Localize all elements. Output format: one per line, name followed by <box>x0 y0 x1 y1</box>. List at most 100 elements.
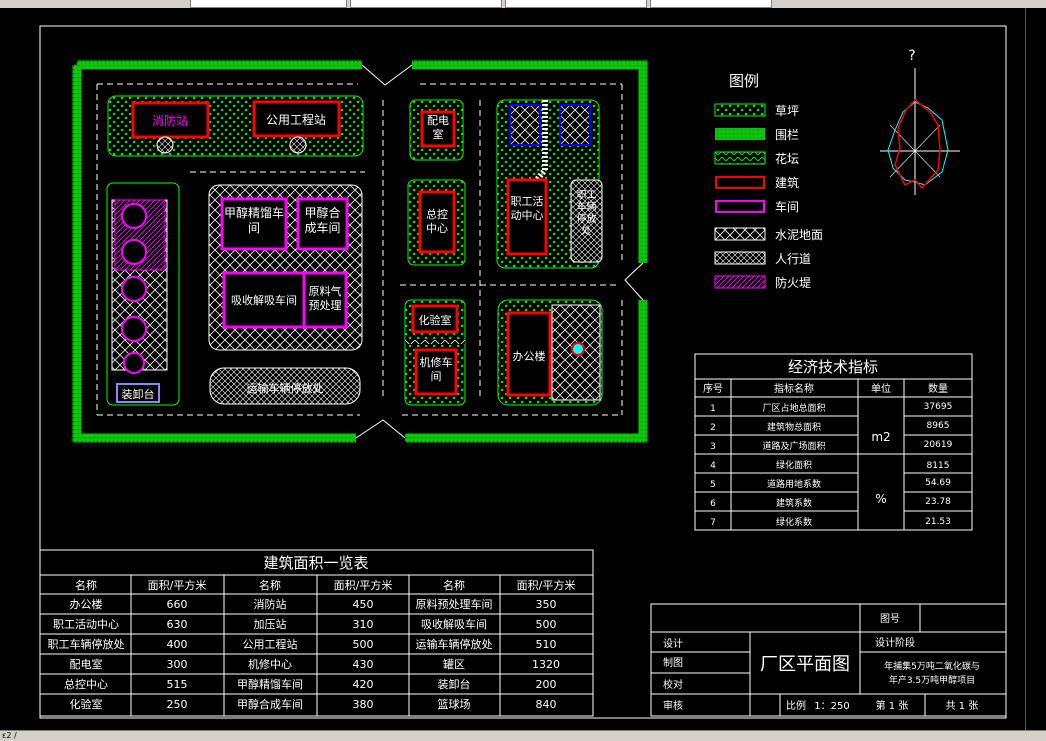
legend-title: 图例 <box>729 72 759 90</box>
unit-m2: m2 <box>871 430 890 444</box>
svg-text:500: 500 <box>536 618 557 631</box>
svg-text:1：250: 1：250 <box>814 701 849 712</box>
svg-text:图号: 图号 <box>880 613 900 625</box>
svg-text:名称: 名称 <box>75 578 97 592</box>
svg-text:名称: 名称 <box>443 578 465 592</box>
svg-text:草坪: 草坪 <box>775 104 799 118</box>
svg-text:设计阶段: 设计阶段 <box>875 636 915 649</box>
building-fire-station[interactable] <box>131 101 210 139</box>
workshop-methanol-synth[interactable] <box>296 197 349 251</box>
building-office[interactable] <box>506 311 552 397</box>
svg-text:化验室: 化验室 <box>70 697 103 711</box>
label-control-center: 总控中心 <box>426 208 448 235</box>
workshop-feed-pretreat[interactable] <box>302 271 348 329</box>
svg-text:防火堤: 防火堤 <box>775 275 811 290</box>
svg-text:公用工程站: 公用工程站 <box>243 637 298 651</box>
gate-bottom <box>355 419 406 439</box>
svg-text:水泥地面: 水泥地面 <box>775 228 823 242</box>
svg-text:8965: 8965 <box>927 421 950 431</box>
svg-text:380: 380 <box>353 698 374 711</box>
svg-text:数量: 数量 <box>928 382 948 395</box>
toolbar-tab[interactable] <box>350 0 502 8</box>
building-control-center[interactable] <box>418 190 456 254</box>
svg-text:总控中心: 总控中心 <box>64 677 108 691</box>
svg-text:5: 5 <box>710 480 716 490</box>
toolbar-tab[interactable] <box>505 0 647 8</box>
storage-tanks <box>121 203 147 374</box>
area-title: 建筑面积一览表 <box>263 554 368 572</box>
svg-text:37695: 37695 <box>924 402 953 412</box>
econ-headers: 序号 指标名称 单位 数量 <box>703 382 948 395</box>
svg-text:630: 630 <box>167 618 188 631</box>
svg-text:篮球场: 篮球场 <box>438 697 471 711</box>
svg-text:1320: 1320 <box>532 658 560 671</box>
svg-text:甲醇合成车间: 甲醇合成车间 <box>237 697 303 711</box>
legend: 草坪 围栏 花坛 建筑 车间 水泥地面 人行道 防火堤 <box>714 103 823 290</box>
label-transport-parking: 运输车辆停放处 <box>247 381 324 395</box>
label-fire-station: 消防站 <box>152 113 188 128</box>
svg-text:2: 2 <box>710 423 716 433</box>
svg-text:指标名称: 指标名称 <box>774 382 814 395</box>
svg-text:道路及广场面积: 道路及广场面积 <box>762 440 825 452</box>
svg-text:515: 515 <box>167 678 188 691</box>
status-text: ɛ2 / <box>2 731 17 740</box>
vertical-scrollbar[interactable] <box>1025 8 1046 730</box>
area-headers: 名称 面积/平方米 名称 面积/平方米 名称 面积/平方米 <box>75 578 575 592</box>
label-power-room: 配电室 <box>427 114 449 141</box>
svg-text:单位: 单位 <box>871 382 891 395</box>
window-top-bar <box>0 0 1046 8</box>
svg-text:设计: 设计 <box>663 637 683 650</box>
svg-text:共 1 张: 共 1 张 <box>946 700 979 712</box>
label-utility-station: 公用工程站 <box>266 112 326 127</box>
label-repair-shop: 机修车间 <box>419 356 453 383</box>
building-lab[interactable] <box>411 304 459 334</box>
blue-court <box>559 104 591 146</box>
building-power-room[interactable] <box>420 110 456 148</box>
svg-text:办公楼: 办公楼 <box>70 597 103 611</box>
label-absorption: 吸收解吸车间 <box>231 293 297 307</box>
toolbar-tab[interactable] <box>190 0 347 8</box>
svg-text:20619: 20619 <box>924 440 953 450</box>
tree-symbol <box>289 136 307 154</box>
label-staff-center: 职工活动中心 <box>510 195 544 222</box>
building-loading-platform[interactable] <box>116 383 160 403</box>
svg-text:道路用地系数: 道路用地系数 <box>767 478 821 490</box>
svg-text:660: 660 <box>167 598 188 611</box>
svg-text:23.78: 23.78 <box>925 497 951 507</box>
svg-text:420: 420 <box>353 678 374 691</box>
toolbar-tab[interactable] <box>650 0 772 8</box>
svg-text:校对: 校对 <box>663 678 683 691</box>
svg-text:围栏: 围栏 <box>775 127 799 142</box>
svg-text:8115: 8115 <box>927 461 950 471</box>
svg-text:350: 350 <box>536 598 557 611</box>
label-staff-parking: 职工车辆停放处 <box>576 190 597 237</box>
building-utility-station[interactable] <box>252 100 341 138</box>
svg-text:年捕集5万吨二氧化碳与: 年捕集5万吨二氧化碳与 <box>884 660 980 672</box>
label-feed-pretreat: 原料气预处理 <box>308 285 342 312</box>
svg-text:510: 510 <box>536 638 557 651</box>
building-repair-shop[interactable] <box>414 348 458 396</box>
title-block <box>650 603 1007 717</box>
label-methanol-distill: 甲醇精馏车间 <box>224 206 284 235</box>
svg-text:加压站: 加压站 <box>254 617 287 631</box>
svg-text:400: 400 <box>167 638 188 651</box>
workshop-methanol-distill[interactable] <box>220 197 288 251</box>
svg-text:21.53: 21.53 <box>925 517 951 527</box>
svg-text:比例: 比例 <box>786 699 806 712</box>
econ-title: 经济技术指标 <box>788 358 878 376</box>
svg-text:运输车辆停放处: 运输车辆停放处 <box>416 637 493 651</box>
workshop-absorption[interactable] <box>222 271 306 329</box>
building-staff-center[interactable] <box>506 178 548 256</box>
svg-text:原料预处理车间: 原料预处理车间 <box>416 597 493 611</box>
svg-text:配电室: 配电室 <box>70 657 103 671</box>
label-office: 办公楼 <box>513 349 546 363</box>
svg-text:花坛: 花坛 <box>775 151 799 166</box>
drawing-border <box>39 25 1007 719</box>
svg-text:310: 310 <box>353 618 374 631</box>
road-lines <box>96 83 623 416</box>
transport-parking[interactable] <box>209 367 361 405</box>
staff-parking[interactable] <box>570 179 603 263</box>
svg-text:6: 6 <box>710 499 716 509</box>
